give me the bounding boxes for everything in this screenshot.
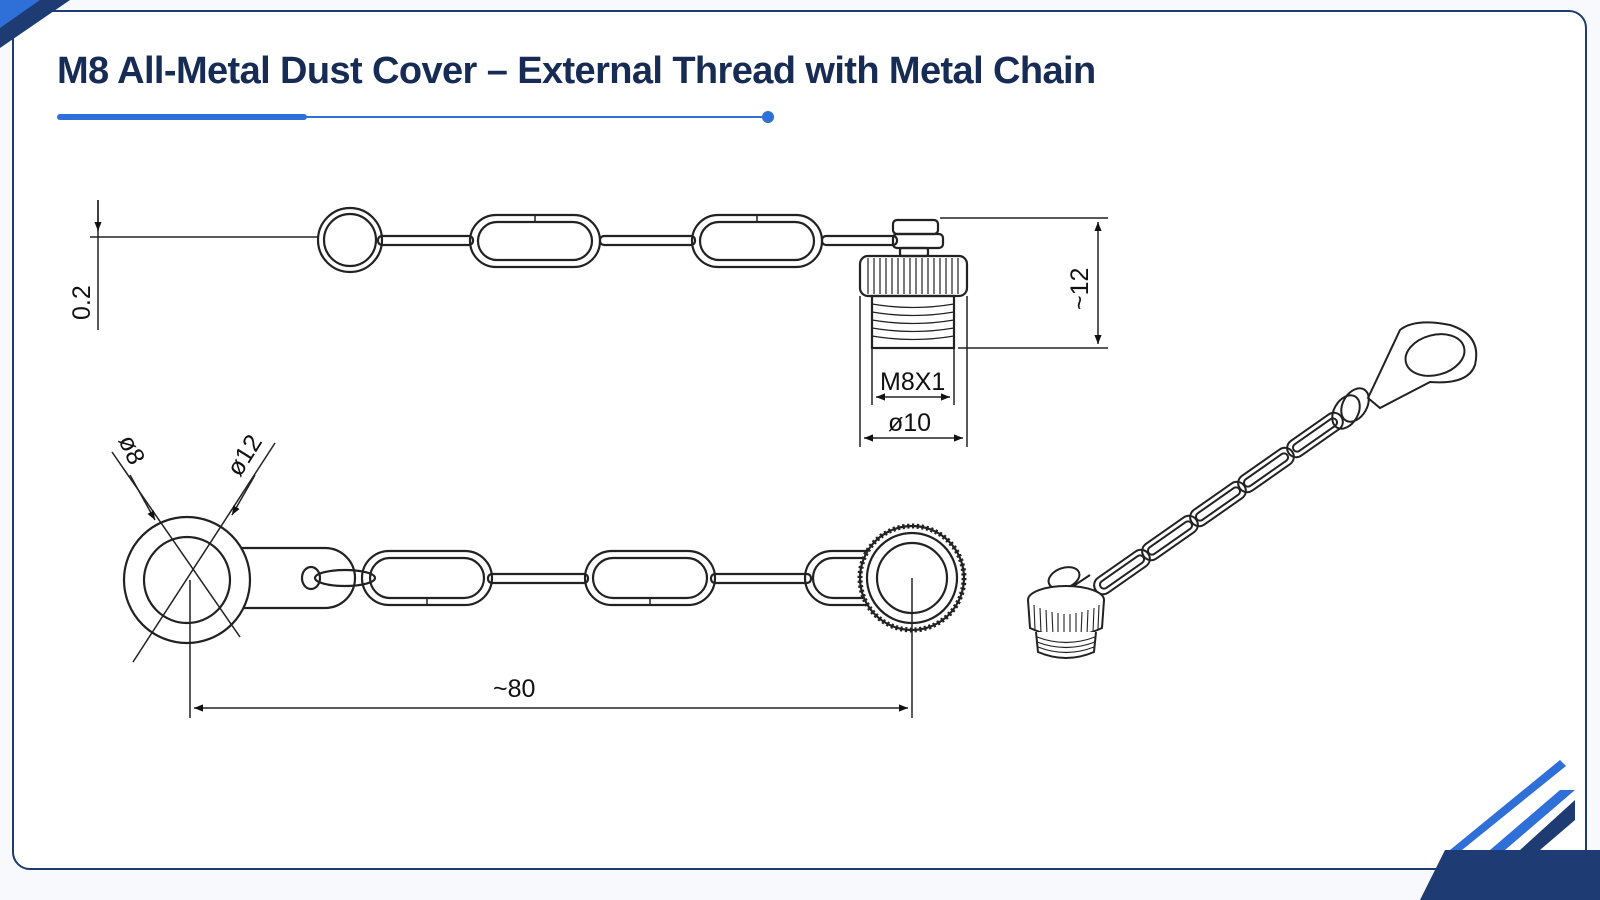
thickness-label: 0.2 [68,285,96,320]
ring-tab [214,546,357,610]
ring-side-inner [322,212,378,268]
ring-inner-diameter-label: ø8 [113,431,151,469]
chain-link-inner [591,556,709,600]
iso-small-link [1340,387,1370,423]
small-link [313,568,377,588]
height-label: ~12 [1066,268,1094,310]
knurled-head [858,254,969,298]
title-underline-accent [57,114,307,120]
iso-ring-hole [1404,333,1466,377]
inner-diameter-leader [111,451,241,638]
ring-outer-diameter-label: ø12 [221,430,268,481]
corner-decoration-bottom-right [1420,760,1600,900]
isometric-view [1027,321,1478,659]
thread-label: M8X1 [880,368,945,396]
chain-wire [486,572,590,585]
length-label: ~80 [493,675,535,703]
ring-side [316,206,384,274]
chain-link-inner [698,220,816,262]
chain-link-inner [368,556,486,600]
page-title: M8 All-Metal Dust Cover – External Threa… [57,50,1096,92]
outer-diameter-leader [132,442,276,663]
chain-wire [820,234,899,247]
top-view [111,442,967,718]
chain-wire [376,234,475,247]
chain-link-inner [476,220,594,262]
corner-decoration-top-left [0,0,70,48]
iso-ring-tab [1366,321,1478,410]
thread-lines [871,303,955,341]
title-underline-dot [762,111,774,123]
tab-hole [300,565,322,591]
knurling [867,258,959,294]
cap-diameter-label: ø10 [888,409,931,437]
title-underline [300,116,770,118]
cap-tab [891,218,940,236]
threaded-shank [870,294,956,350]
side-view [90,200,1108,447]
chain-wire [598,234,697,247]
ring-inner [142,535,232,625]
chain-wire [709,572,813,585]
